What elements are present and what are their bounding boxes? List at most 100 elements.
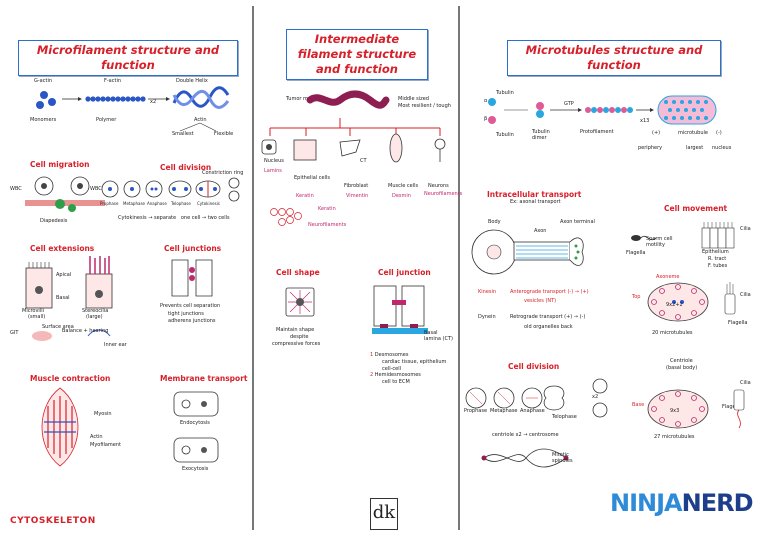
- if-protein-neurofilaments: Neurofilaments: [424, 191, 463, 197]
- if-type-nucleus: Nucleus: [264, 158, 284, 164]
- junction-item-1: 1 Desmosomes: [370, 352, 408, 358]
- inner-ear-label: Inner ear: [104, 342, 127, 348]
- neuron-transport-diagram: [471, 229, 584, 275]
- ax-flagella-label: Flagella: [728, 320, 748, 326]
- tubulin-alpha-label: Tubulin: [496, 90, 514, 96]
- kinesin-label: Kinesin: [478, 289, 497, 295]
- compressive-forces-label: compressive forces: [272, 341, 321, 347]
- cell-migration-heading: Cell migration: [30, 160, 90, 169]
- mf-cell-division-diagram: [101, 177, 240, 202]
- microvilli-label: Microvilli: [22, 308, 44, 314]
- f-actin-label: F-actin: [104, 78, 122, 84]
- column-divider-left: [252, 6, 254, 530]
- myofilament-label: Myofilament: [90, 442, 122, 448]
- keratin-label: Keratin: [318, 206, 336, 212]
- cytokinesis-note-a: Cytokinesis: [118, 215, 147, 221]
- microtubule-label: microtubule: [678, 130, 708, 136]
- axon-label: Axon: [534, 228, 547, 234]
- centriole-x2-label: centriole x2 → centrosome: [492, 432, 559, 438]
- ninja-logo-part: NINJA: [610, 489, 683, 517]
- membrane-transport-heading: Membrane transport: [160, 374, 248, 383]
- mt-cell-division-diagram: [465, 378, 608, 418]
- wbc-right-label: WBC: [90, 186, 102, 192]
- cm-flagella-label: Flagella: [626, 250, 646, 256]
- balance-hearing-label: Balance + hearing: [62, 328, 109, 334]
- muscle-diagram: [41, 387, 79, 467]
- junction-item-1-num: 1: [370, 352, 374, 358]
- polymer-label: Polymer: [96, 117, 117, 123]
- mt-phase-prophase: Prophase: [464, 408, 488, 414]
- top-label: Top: [632, 294, 641, 300]
- neurofilaments-label: Neurofilaments: [308, 222, 347, 228]
- ax-flagella2-label: Flagella: [722, 404, 742, 410]
- cytokinesis-note-b: separate: [153, 215, 177, 221]
- adherens-junctions-label: adherens junctions: [168, 318, 216, 324]
- mt-phase-telophase: Telophase: [552, 414, 577, 420]
- junction-item-2-name: Hemidesmosomes: [374, 372, 421, 378]
- basal-body-label: (basal body): [666, 365, 698, 371]
- cytokinesis-note: Cytokinesis → separate one cell → two ce…: [118, 215, 230, 221]
- monomers-label: Monomers: [30, 117, 57, 123]
- mf-cell-division-heading: Cell division: [160, 163, 212, 172]
- cell-movement-diagram: [631, 222, 735, 249]
- intermediate-title: Intermediate filament structure and func…: [286, 29, 428, 80]
- old-organelles-label: old organelles back: [524, 324, 573, 330]
- if-type-neurons: Neurons: [428, 183, 449, 189]
- if-cell-junction-heading: Cell junction: [378, 268, 431, 277]
- mf-phase-telophase: Telophase: [171, 201, 191, 206]
- wbc-left-label: WBC: [10, 186, 22, 192]
- base-label: Base: [632, 402, 645, 408]
- if-protein-keratin: Keratin: [296, 193, 314, 199]
- tubulin-beta-label: Tubulin: [496, 132, 514, 138]
- x2-label: x2: [150, 99, 157, 105]
- n9x2-label: 9x2+2: [666, 302, 683, 308]
- vesicles-label: vesicles (NT): [524, 298, 557, 304]
- mt-phase-anaphase: Anaphase: [520, 408, 545, 414]
- muscle-contraction-heading: Muscle contraction: [30, 374, 111, 383]
- dk-logo: dk: [370, 498, 398, 530]
- tight-junctions-label: tight junctions: [168, 311, 204, 317]
- tumor-marker-label: Tumor marker: [286, 96, 321, 102]
- axonal-transport-label: Ex: axonal transport: [510, 199, 561, 205]
- keratin-cluster-diagram: [270, 208, 302, 226]
- junction-item-1-detail1: cardiac tissue, epithelium: [382, 359, 447, 365]
- ax-cilia-label: Cilia: [740, 292, 751, 298]
- protofilament-label: Protofilament: [580, 129, 614, 135]
- centriole-x2-text: centriole x2: [492, 432, 522, 438]
- basal-lamina-label: Basal lamina (CT): [424, 330, 453, 342]
- constriction-ring-label: Constriction ring: [202, 170, 244, 176]
- centriole-label: Centriole: [670, 358, 693, 364]
- mf-phase-cytokinesis: Cytokinesis: [197, 201, 220, 206]
- junction-item-1-name: Desmosomes: [374, 352, 409, 358]
- if-type-epithelial: Epithelial cells: [294, 175, 330, 181]
- mt-phase-metaphase: Metaphase: [490, 408, 518, 414]
- axon-terminal-label: Axon terminal: [560, 219, 595, 225]
- diapedesis-label: Diapedesis: [40, 218, 68, 224]
- ax-cilia2-label: Cilia: [740, 380, 751, 386]
- cell-extensions-diagram: [25, 256, 113, 341]
- twenty-microtubules-label: 20 microtubules: [652, 330, 693, 336]
- tubulin-diagram: [488, 95, 717, 125]
- if-protein-desmin: Desmin: [392, 193, 411, 199]
- periphery-label: periphery: [638, 145, 663, 151]
- intermediate-filament-rope: [306, 90, 390, 109]
- mitotic-spindles-label: Mitotic spindles: [552, 452, 573, 464]
- basal-label: Basal: [56, 295, 70, 301]
- largest-label: largest: [686, 145, 704, 151]
- cm-cilia-label: Cilia: [740, 226, 751, 232]
- junction-item-2-num: 2: [370, 372, 374, 378]
- cell-shape-diagram: [285, 287, 315, 317]
- exocytosis-label: Exocytosis: [182, 466, 209, 472]
- cell-junctions-diagram: [171, 259, 213, 297]
- cytoskeleton-footer: CYTOSKELETON: [10, 516, 96, 526]
- beta-label: β: [484, 116, 488, 122]
- smallest-label: Smallest: [172, 131, 194, 137]
- minus-label: (-): [716, 130, 722, 136]
- sperm-motility-label: Sperm cell motility: [646, 236, 673, 248]
- intermediate-tree-diagram: [261, 118, 446, 163]
- desmosome-diagram: [372, 285, 428, 334]
- stereocilia-label: Stereocilia: [82, 308, 109, 314]
- microtubules-title: Microtubules structure and function: [507, 40, 721, 76]
- mf-phase-anaphase: Anaphase: [147, 201, 167, 206]
- cytokinesis-note-d: two cells: [207, 215, 230, 221]
